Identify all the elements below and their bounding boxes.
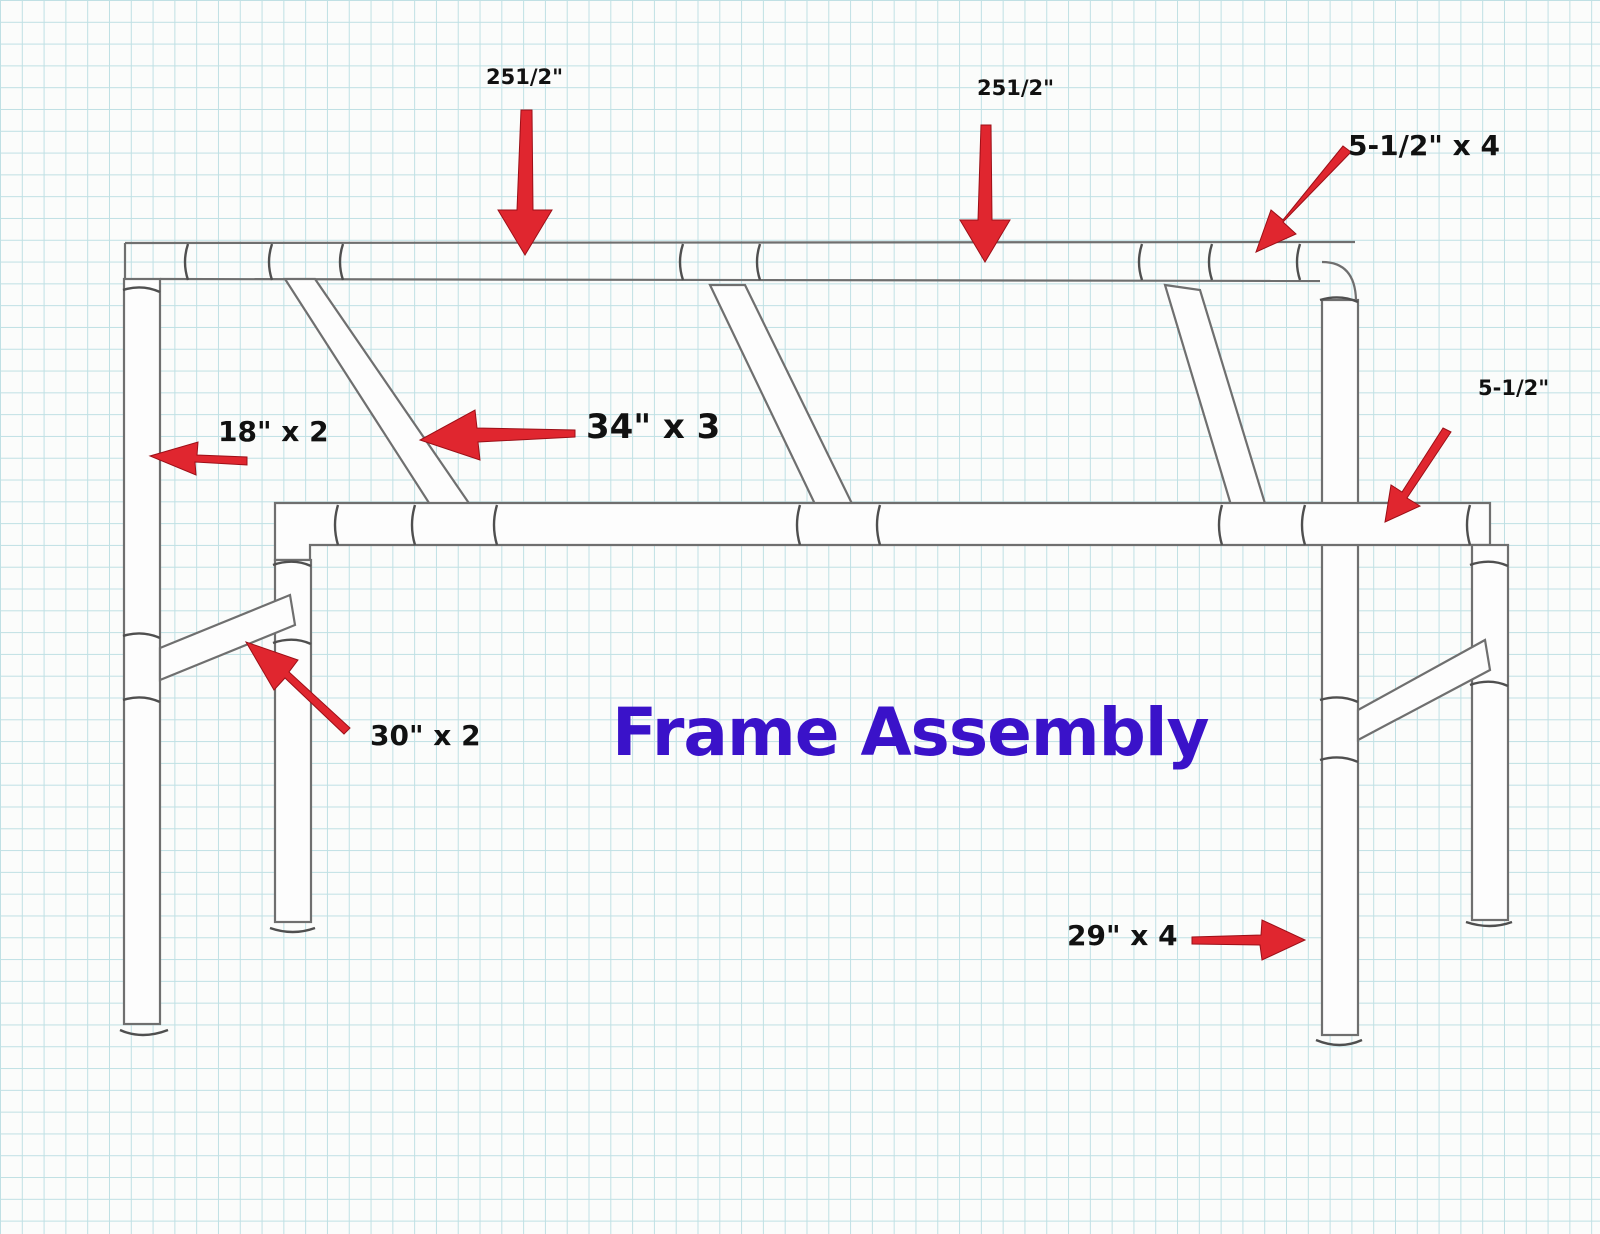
arrow-icons — [148, 109, 1452, 961]
arrow-top-right-icon — [959, 124, 1011, 263]
arrow-legs-icon — [1191, 919, 1307, 961]
diagram-title: Frame Assembly — [612, 694, 1210, 771]
label-diagonal: 34" x 3 — [586, 407, 721, 447]
arrow-diagonal-icon — [418, 409, 576, 461]
label-right-short: 5-1/2" — [1478, 376, 1550, 400]
front-top-rail — [273, 501, 1492, 562]
diagonals — [282, 277, 1272, 527]
arrow-side-brace-icon — [244, 641, 351, 735]
arrow-top-left-icon — [497, 109, 553, 256]
label-top-rail-left: 251/2" — [486, 65, 564, 89]
front-right-leg — [1465, 543, 1513, 928]
arrow-leg-short-icon — [148, 441, 248, 476]
label-side-brace: 30" x 2 — [370, 719, 481, 752]
label-corner-pieces: 5-1/2" x 4 — [1348, 129, 1500, 162]
side-braces — [158, 593, 1492, 742]
label-top-rail-right: 251/2" — [977, 76, 1055, 100]
back-rail-fittings — [183, 243, 1302, 281]
arrow-right-short-icon — [1384, 427, 1452, 523]
arrow-corner-icon — [1255, 145, 1352, 253]
label-legs: 29" x 4 — [1067, 919, 1178, 952]
back-left-leg — [119, 277, 169, 1037]
label-leg-short: 18" x 2 — [218, 415, 329, 448]
back-right-leg — [1315, 260, 1363, 1047]
